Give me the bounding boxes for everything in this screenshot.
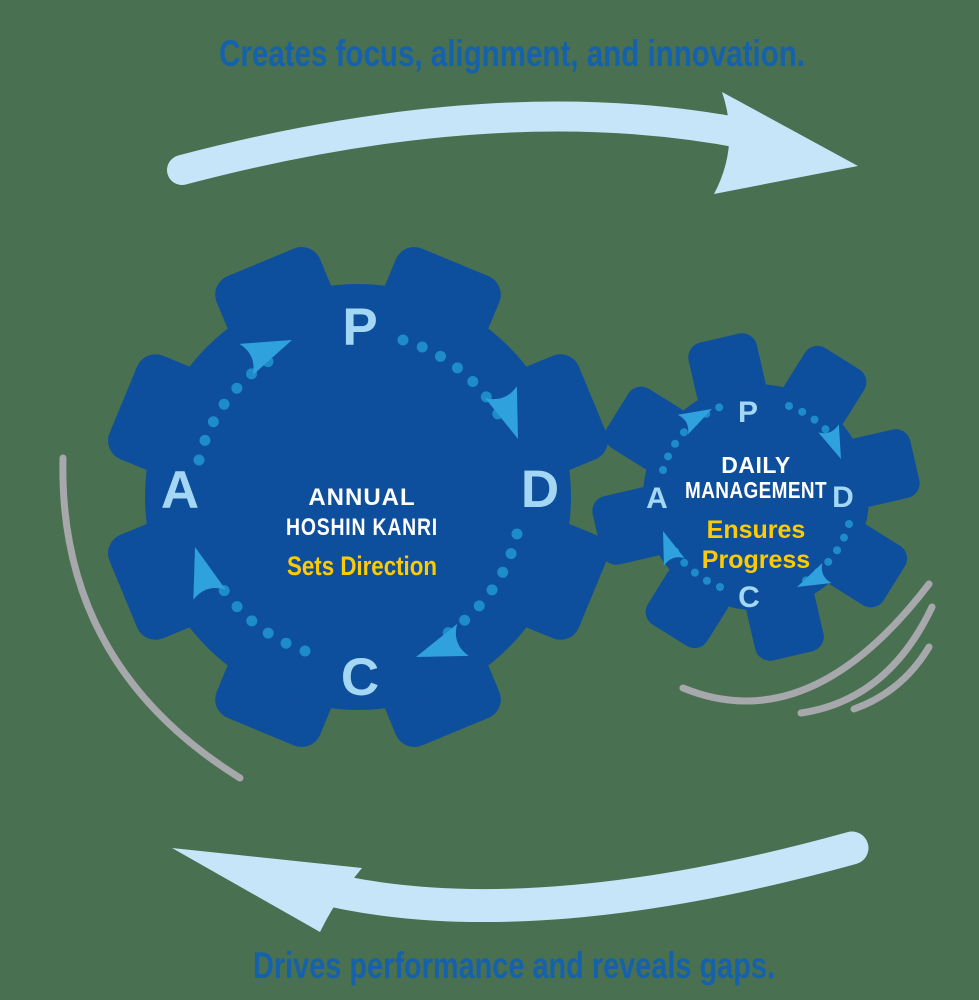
small-gear-letter-act: A [646,482,668,515]
small-gear-subtitle-line1: Ensures [707,516,806,544]
large-gear-letter-act: A [161,461,199,520]
motion-arc-left [59,454,244,782]
large-gear-letter-do: D [521,460,559,519]
motion-arc-right-long [679,580,933,705]
motion-arc-right-mid [797,603,936,717]
dotted-arc-a-to-p [659,403,724,474]
small-gear-dotted-ring [659,402,853,591]
dotted-arc-a-to-p [193,353,278,466]
large-gear-title-line2: HOSHIN KANRI [286,514,438,541]
top-caption: Creates focus, alignment, and innovation… [219,33,805,74]
small-gear-title-line1: DAILY [721,452,790,478]
small-gear-letter-do: D [832,481,854,514]
cycle-arrowhead-icon [239,340,292,376]
small-gear-body [643,384,869,610]
motion-arc-right-short [850,643,933,713]
bottom-caption: Drives performance and reveals gaps. [253,945,775,986]
cycle-arrowhead-icon [663,531,685,566]
large-gear-title-line1: ANNUAL [308,484,415,511]
cycle-arrowhead-icon [677,409,712,435]
bottom-swoosh-arrowhead [172,848,362,932]
top-swoosh-band [167,101,761,185]
large-gear-letter-check: C [341,648,379,707]
cycle-arrowhead-icon [818,424,841,459]
small-gear-letter-check: C [738,581,760,614]
top-swoosh-arrow-icon [167,92,858,194]
large-gear-subtitle: Sets Direction [287,551,437,581]
cycle-arrowhead-icon [416,623,469,657]
large-gear-dotted-ring [193,334,523,657]
large-gear-letter-plan: P [342,298,377,357]
small-gear-title-line2: MANAGEMENT [685,477,827,503]
cycle-arrowhead-icon [193,547,226,600]
bottom-swoosh-band [293,831,869,923]
large-gear: P D C A ANNUAL HOSHIN KANRI Sets Directi… [108,247,608,747]
bottom-swoosh-arrow-icon [172,831,869,932]
dotted-arc-p-to-d [397,334,505,422]
motion-arcs-right [679,580,936,717]
cycle-arrowhead-icon [797,563,832,587]
small-gear-letter-plan: P [738,396,758,429]
top-swoosh-arrowhead [714,92,858,194]
large-gear-body [145,284,571,710]
cycle-arrowhead-icon [484,386,518,439]
small-gear: P D C A DAILY MANAGEMENT Ensures Progres… [592,333,920,661]
small-gear-subtitle-line2: Progress [702,546,810,574]
